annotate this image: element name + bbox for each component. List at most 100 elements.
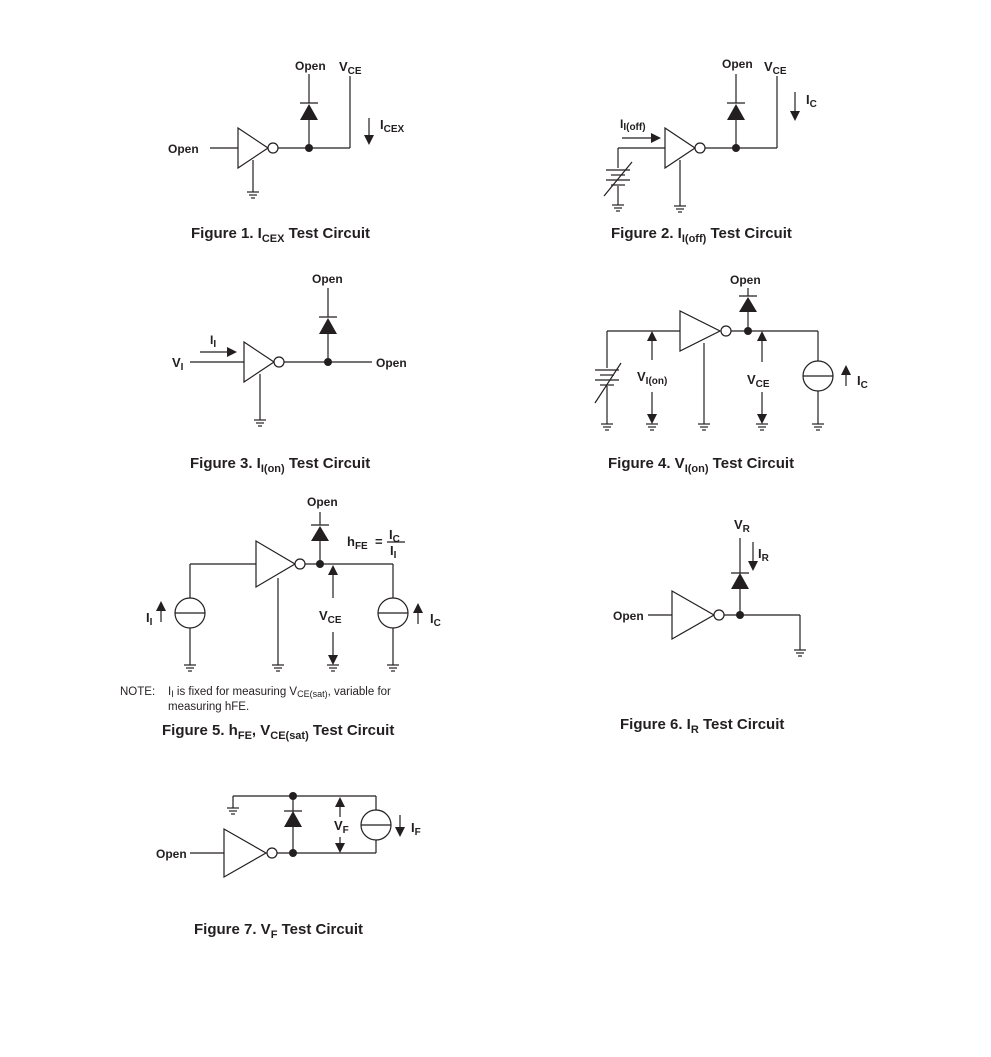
ii-label: II	[146, 610, 153, 628]
current-arrow-right	[651, 133, 661, 143]
input-open-label: Open	[613, 609, 644, 623]
inverter-buffer-symbol	[664, 126, 697, 170]
inverter-bubble	[267, 142, 279, 154]
ii-off-label: II(off)	[620, 117, 646, 133]
inverter-bubble	[720, 325, 732, 337]
figure-7-circuit: Open VF IF	[156, 792, 421, 879]
ground-symbol	[386, 664, 400, 672]
diode-open-label: Open	[312, 272, 343, 286]
ground-symbol	[253, 419, 267, 427]
ic-label: IC	[806, 92, 817, 110]
current-arrow-up	[156, 601, 166, 611]
input-open-label: Open	[168, 142, 199, 156]
inverter-bubble	[294, 558, 306, 570]
figure-7-caption: Figure 7. VF Test Circuit	[194, 921, 363, 941]
junction-dot	[736, 611, 744, 619]
vf-label: VF	[334, 818, 349, 836]
note-label: NOTE:	[120, 686, 155, 698]
figure-3-circuit: II VI Open Open	[172, 272, 407, 427]
inverter-bubble	[694, 142, 706, 154]
current-arrow-up	[841, 365, 851, 375]
figure-2-caption: Figure 2. II(off) Test Circuit	[611, 225, 792, 245]
icex-label: ICEX	[380, 117, 405, 135]
diode-symbol	[319, 318, 337, 334]
figure-3-caption: Figure 3. II(on) Test Circuit	[190, 455, 370, 475]
ground-symbol	[755, 423, 769, 431]
voltage-arrow-down	[647, 414, 657, 424]
diode-symbol	[300, 104, 318, 120]
ic-label: IC	[857, 373, 868, 391]
inverter-buffer-symbol	[671, 589, 716, 641]
figure-1-caption: Figure 1. ICEX Test Circuit	[191, 225, 370, 245]
inverter-bubble	[713, 609, 725, 621]
figure-6-circuit: VR IR Open	[613, 517, 807, 657]
vce-label: VCE	[319, 608, 342, 626]
inverter-buffer-symbol	[679, 310, 722, 352]
ground-symbol	[246, 191, 260, 199]
voltage-arrow-up	[335, 797, 345, 807]
current-arrow-up	[413, 603, 423, 613]
ground-symbol	[811, 423, 825, 431]
vi-label: VI	[172, 355, 184, 373]
ground-symbol	[645, 423, 659, 431]
note-line-2: measuring hFE.	[168, 701, 249, 713]
voltage-arrow-up	[328, 565, 338, 575]
hfe-label: hFE	[347, 534, 368, 552]
figure-5-caption: Figure 5. hFE, VCE(sat) Test Circuit	[162, 722, 394, 742]
note-line-1: II is fixed for measuring VCE(sat), vari…	[168, 686, 391, 699]
ground-symbol	[226, 807, 240, 815]
output-open-label: Open	[376, 356, 407, 370]
inverter-buffer-symbol	[223, 827, 268, 879]
vce-label: VCE	[764, 59, 787, 77]
ground-symbol	[611, 204, 625, 212]
figure-5-circuit: Open hFE = IC II II VCE IC	[146, 495, 441, 672]
figure-4-circuit: Open VI(on) VCE IC	[594, 273, 868, 431]
diode-open-label: Open	[307, 495, 338, 509]
figure-2-circuit: II(off) Open VCE IC	[603, 57, 817, 213]
diode-open-label: Open	[722, 57, 753, 71]
ic-label: IC	[430, 611, 441, 629]
vce-label: VCE	[339, 59, 362, 77]
hfe-denominator: II	[390, 543, 397, 561]
inverter-buffer-symbol	[237, 126, 270, 170]
ir-label: IR	[758, 546, 770, 564]
ground-symbol	[673, 205, 687, 213]
ground-symbol	[271, 664, 285, 672]
vr-label: VR	[734, 517, 751, 535]
ground-symbol	[600, 423, 614, 431]
equals-sign: =	[375, 534, 383, 549]
variable-arrow	[594, 362, 622, 404]
diode-symbol	[731, 573, 749, 589]
current-arrow-down	[748, 561, 758, 571]
current-arrow-down	[364, 135, 374, 145]
ground-symbol	[697, 423, 711, 431]
if-label: IF	[411, 820, 421, 838]
ground-symbol	[183, 664, 197, 672]
inverter-bubble	[266, 847, 278, 859]
inverter-buffer-symbol	[255, 539, 297, 589]
junction-dot	[289, 849, 297, 857]
vce-label: VCE	[747, 372, 770, 390]
voltage-arrow-up	[757, 331, 767, 341]
voltage-arrow-down	[757, 414, 767, 424]
voltage-arrow-down	[328, 655, 338, 665]
diode-symbol	[727, 104, 745, 120]
diode-symbol	[284, 811, 302, 827]
vi-on-label: VI(on)	[637, 369, 667, 387]
figure-4-caption: Figure 4. VI(on) Test Circuit	[608, 455, 794, 475]
input-open-label: Open	[156, 847, 187, 861]
current-arrow-down	[395, 827, 405, 837]
figure-6-caption: Figure 6. IR Test Circuit	[620, 716, 784, 736]
diode-symbol	[739, 297, 757, 312]
current-arrow-down	[790, 111, 800, 121]
voltage-arrow-up	[647, 331, 657, 341]
ii-label: II	[210, 333, 216, 350]
inverter-buffer-symbol	[243, 340, 276, 384]
ground-symbol	[793, 649, 807, 657]
inverter-bubble	[273, 356, 285, 368]
hfe-numerator: IC	[389, 527, 400, 545]
diode-symbol	[311, 526, 329, 541]
figure-1-circuit: Open Open VCE ICEX	[168, 59, 405, 199]
ground-symbol	[326, 664, 340, 672]
